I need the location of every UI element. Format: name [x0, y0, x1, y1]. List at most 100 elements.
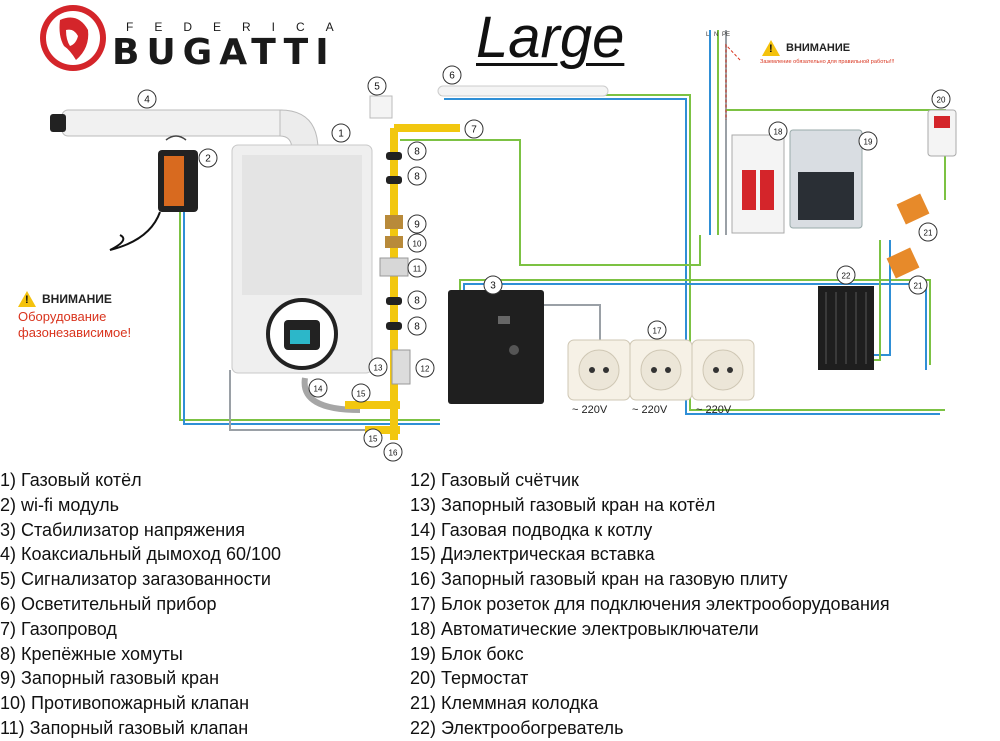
callout-number: 14 [314, 385, 323, 394]
callout-number: 2 [205, 154, 211, 165]
callout-22: 22 [836, 265, 856, 285]
callout-number: 16 [389, 449, 398, 458]
callout-21: 21 [908, 275, 928, 295]
legend-item: 6) Осветительный прибор [0, 593, 217, 614]
voltage-stabilizer [448, 290, 544, 404]
legend-item: 2) wi-fi модуль [0, 494, 119, 515]
callout-1: 1 [331, 123, 351, 143]
socket-block [567, 339, 755, 401]
terminal-block-2 [886, 247, 920, 279]
callout-19: 19 [858, 131, 878, 151]
callout-number: 5 [374, 82, 380, 93]
callout-6: 6 [442, 65, 462, 85]
legend-item: 19) Блок бокс [410, 643, 524, 664]
warning-icon [762, 40, 780, 56]
legend-item: 15) Диэлектрическая вставка [410, 544, 655, 565]
callout-8: 8 [407, 316, 427, 336]
callout-number: 12 [421, 365, 430, 374]
callout-21: 21 [918, 222, 938, 242]
legend-item: 16) Запорный газовый кран на газовую пли… [410, 569, 788, 590]
callout-7: 7 [464, 119, 484, 139]
legend-item: 20) Термостат [410, 668, 529, 689]
callout-number: 19 [864, 138, 873, 147]
callout-number: 3 [490, 281, 496, 292]
terminal-block-1 [896, 193, 930, 225]
callout-number: 6 [449, 71, 455, 82]
warning-phase-line2: фазонезависимое! [18, 325, 132, 340]
warning-pointer [725, 43, 741, 120]
callout-number: 9 [414, 220, 420, 231]
callout-number: 13 [374, 364, 383, 373]
legend-item: 4) Коаксиальный дымоход 60/100 [0, 544, 282, 565]
gas-flex-hose [301, 377, 361, 413]
warning-grounding-head: ВНИМАНИЕ [786, 42, 851, 54]
callout-15: 15 [351, 383, 371, 403]
callout-9: 9 [407, 214, 427, 234]
gas-alarm [369, 95, 393, 119]
legend-item: 3) Стабилизатор напряжения [0, 519, 245, 540]
voltage-label: ~ 220V [632, 404, 668, 416]
voltage-label: ~ 220V [572, 404, 608, 416]
gas-meter [391, 349, 411, 385]
legend-item: 17) Блок розеток для подключения электро… [410, 593, 890, 614]
legend-item: 22) Электрообогреватель [410, 717, 624, 738]
callout-12: 12 [415, 358, 435, 378]
callout-number: 22 [842, 272, 851, 281]
callout-number: 1 [338, 129, 344, 140]
wiring-diagram: 1234567889101188121314151516171819202121… [40, 5, 957, 462]
warning-phase-head: ВНИМАНИЕ [42, 292, 112, 306]
callout-18: 18 [768, 121, 788, 141]
legend-left: 1) Газовый котёл 2) wi-fi модуль 3) Стаб… [0, 468, 281, 741]
callout-number: 11 [413, 265, 422, 274]
callout-5: 5 [367, 76, 387, 96]
callout-number: 10 [413, 240, 422, 249]
breaker-box [789, 129, 863, 229]
callout-15: 15 [363, 428, 383, 448]
callout-13: 13 [368, 357, 388, 377]
legend-item: 5) Сигнализатор загазованности [0, 569, 271, 590]
brand-logo [40, 5, 106, 71]
coaxial-chimney [50, 109, 319, 151]
legend-item: 9) Запорный газовый кран [0, 668, 220, 689]
callout-number: 8 [414, 322, 420, 333]
legend-item: 21) Клеммная колодка [410, 693, 599, 714]
wiring-label-n: N [714, 32, 718, 38]
callout-14: 14 [308, 378, 328, 398]
callout-markers: 1234567889101188121314151516171819202121… [137, 65, 951, 462]
brand-sub: FEDERICA [126, 20, 355, 34]
legend-item: 11) Запорный газовый клапан [0, 717, 249, 738]
voltage-label: ~ 220V [696, 404, 732, 416]
warning-phase-line1: Оборудование [18, 309, 107, 324]
legend-item: 7) Газопровод [0, 618, 117, 639]
callout-8: 8 [407, 166, 427, 186]
callout-number: 8 [414, 172, 420, 183]
wiring-label-l: L [706, 32, 710, 38]
warning-grounding: ВНИМАНИЕ Заземление обязательно для прав… [760, 40, 990, 65]
legend-item: 14) Газовая подводка к котлу [410, 519, 653, 540]
callout-number: 8 [414, 147, 420, 158]
callout-3: 3 [483, 275, 503, 295]
gas-clamps [386, 152, 402, 330]
callout-number: 15 [369, 435, 378, 444]
callout-number: 17 [653, 327, 662, 336]
callout-number: 21 [914, 282, 923, 291]
legend-item: 1) Газовый котёл [0, 470, 142, 490]
callout-number: 18 [774, 128, 783, 137]
callout-number: 8 [414, 296, 420, 307]
callout-2: 2 [198, 148, 218, 168]
legend-item: 18) Автоматические электровыключатели [410, 618, 759, 639]
page-title: Large [476, 5, 625, 70]
brand-name: FEDERICA BUGATTI [112, 20, 355, 73]
callout-20: 20 [931, 89, 951, 109]
callout-8: 8 [407, 141, 427, 161]
callout-10: 10 [407, 233, 427, 253]
light-fixture [437, 85, 609, 97]
gas-valves [379, 215, 409, 277]
legend-item: 10) Противопожарный клапан [0, 693, 250, 714]
callout-number: 21 [924, 229, 933, 238]
callout-8: 8 [407, 290, 427, 310]
callout-17: 17 [647, 320, 667, 340]
callout-16: 16 [383, 442, 403, 462]
legend-item: 8) Крепёжные хомуты [0, 643, 183, 664]
